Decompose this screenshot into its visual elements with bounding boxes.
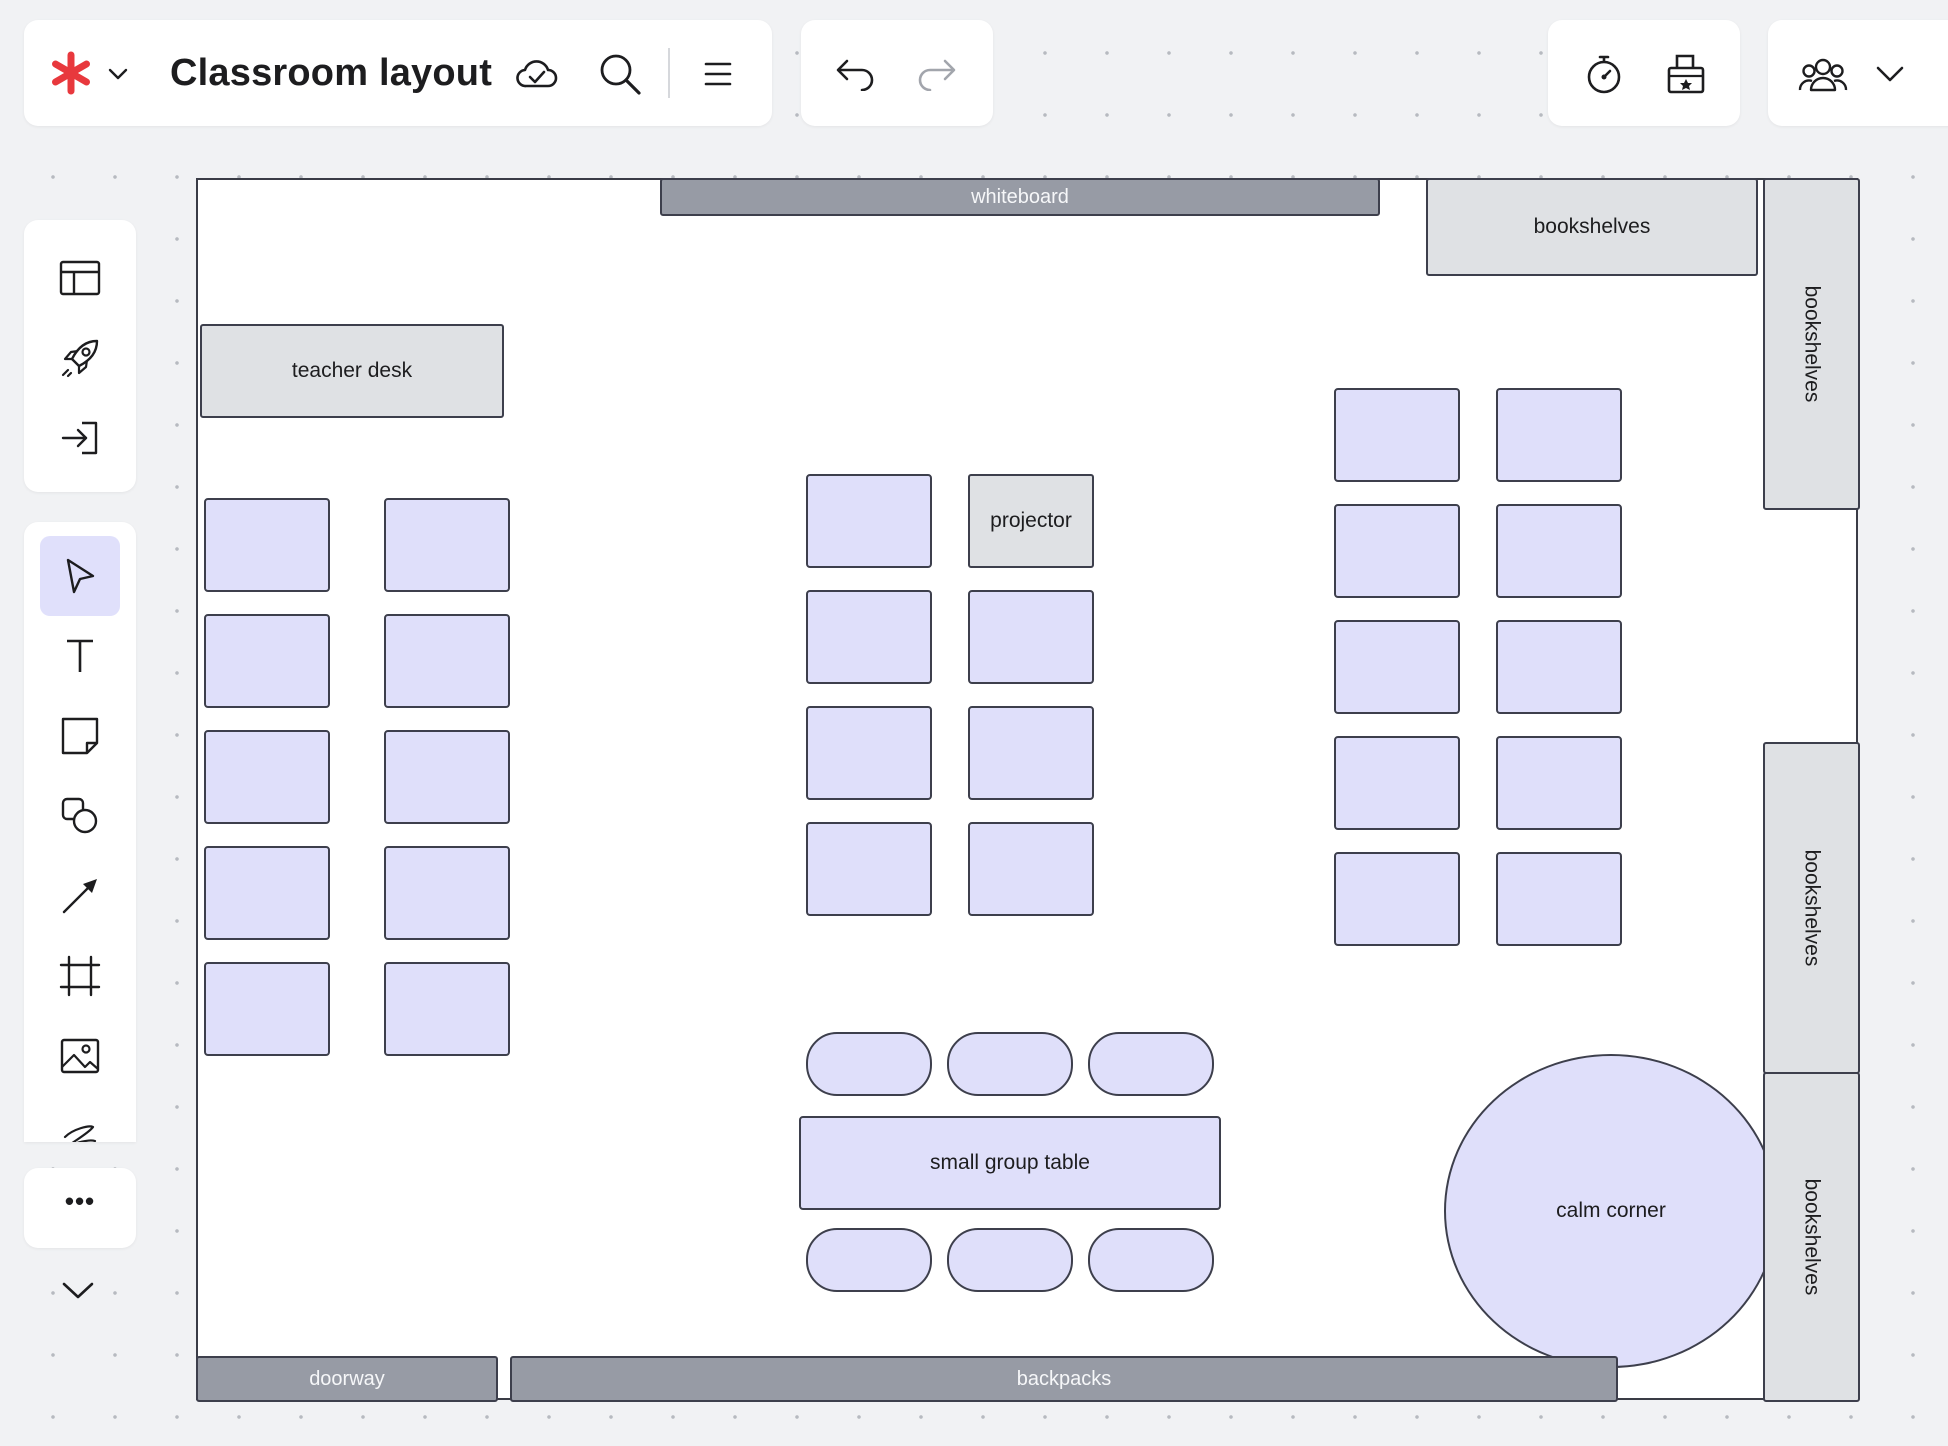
student-desk[interactable] bbox=[806, 706, 932, 800]
menu-icon[interactable] bbox=[700, 56, 736, 92]
stool[interactable] bbox=[806, 1228, 932, 1292]
student-desk[interactable] bbox=[204, 962, 330, 1056]
student-desk[interactable] bbox=[1496, 388, 1622, 482]
student-desk[interactable] bbox=[806, 590, 932, 684]
more-tools-panel: ••• bbox=[24, 1168, 136, 1248]
collaboration-panel bbox=[1768, 20, 1948, 126]
stool[interactable] bbox=[1088, 1032, 1214, 1096]
bookshelves-label: bookshelves bbox=[1800, 285, 1824, 403]
more-tools-button[interactable]: ••• bbox=[64, 1186, 96, 1216]
activities-panel bbox=[1548, 20, 1740, 126]
student-desk[interactable] bbox=[204, 846, 330, 940]
backpacks-label: backpacks bbox=[1016, 1367, 1112, 1390]
header-panel: Classroom layout bbox=[24, 20, 772, 126]
student-desk[interactable] bbox=[1334, 736, 1460, 830]
page-title[interactable]: Classroom layout bbox=[170, 52, 493, 94]
vote-box-icon[interactable] bbox=[1662, 50, 1710, 98]
student-desk[interactable] bbox=[1334, 504, 1460, 598]
student-desk[interactable] bbox=[1496, 620, 1622, 714]
whiteboard-label: whiteboard bbox=[971, 185, 1069, 208]
sidebar-tools-panel bbox=[24, 522, 136, 1142]
search-icon[interactable] bbox=[596, 50, 644, 98]
chevron-down-icon[interactable] bbox=[104, 60, 132, 88]
student-desk[interactable] bbox=[384, 962, 510, 1056]
student-desk[interactable] bbox=[1334, 388, 1460, 482]
sidebar-top-panel bbox=[24, 220, 136, 492]
chevron-down-icon[interactable] bbox=[58, 1272, 98, 1308]
stool[interactable] bbox=[947, 1032, 1073, 1096]
small-group-table-label: small group table bbox=[930, 1151, 1090, 1174]
history-panel bbox=[801, 20, 993, 126]
student-desk[interactable] bbox=[384, 730, 510, 824]
timer-icon[interactable] bbox=[1580, 50, 1628, 98]
student-desk[interactable] bbox=[384, 498, 510, 592]
student-desk[interactable] bbox=[1334, 852, 1460, 946]
bookshelves-label: bookshelves bbox=[1800, 1178, 1824, 1296]
student-desk[interactable] bbox=[1496, 736, 1622, 830]
import-icon[interactable] bbox=[56, 414, 104, 462]
templates-icon[interactable] bbox=[56, 254, 104, 302]
image-tool[interactable] bbox=[40, 1016, 120, 1096]
stool[interactable] bbox=[947, 1228, 1073, 1292]
projector-label: projector bbox=[990, 509, 1072, 532]
bookshelves-top[interactable]: bookshelves bbox=[1426, 178, 1758, 276]
chevron-down-icon[interactable] bbox=[1874, 58, 1906, 90]
bookshelves-right-top[interactable]: bookshelves bbox=[1763, 178, 1860, 510]
bookshelves-right-middle[interactable]: bookshelves bbox=[1763, 742, 1860, 1074]
stool[interactable] bbox=[1088, 1228, 1214, 1292]
doorway[interactable]: doorway bbox=[196, 1356, 498, 1402]
student-desk[interactable] bbox=[968, 822, 1094, 916]
frame-tool[interactable] bbox=[40, 936, 120, 1016]
bookshelves-label: bookshelves bbox=[1800, 849, 1824, 967]
backpacks[interactable]: backpacks bbox=[510, 1356, 1618, 1402]
student-desk[interactable] bbox=[204, 498, 330, 592]
student-desk[interactable] bbox=[384, 614, 510, 708]
whiteboard[interactable]: whiteboard bbox=[660, 178, 1380, 216]
rocket-icon[interactable] bbox=[56, 334, 104, 382]
classroom-room-frame[interactable]: whiteboard bookshelves bookshelves books… bbox=[196, 178, 1860, 1402]
collaborators-icon[interactable] bbox=[1796, 50, 1850, 98]
student-desk[interactable] bbox=[1496, 852, 1622, 946]
redo-icon[interactable] bbox=[915, 52, 959, 96]
calm-corner-label: calm corner bbox=[1556, 1199, 1666, 1222]
projector[interactable]: projector bbox=[968, 474, 1094, 568]
student-desk[interactable] bbox=[968, 590, 1094, 684]
student-desk[interactable] bbox=[1496, 504, 1622, 598]
small-group-table[interactable]: small group table bbox=[799, 1116, 1221, 1210]
asterisk-logo-icon[interactable] bbox=[48, 50, 94, 96]
teacher-desk[interactable]: teacher desk bbox=[200, 324, 504, 418]
stool[interactable] bbox=[806, 1032, 932, 1096]
student-desk[interactable] bbox=[384, 846, 510, 940]
draw-tool[interactable] bbox=[40, 1096, 120, 1142]
bookshelves-right-bottom[interactable]: bookshelves bbox=[1763, 1072, 1860, 1402]
student-desk[interactable] bbox=[204, 614, 330, 708]
toolbar-divider bbox=[668, 48, 670, 98]
shapes-tool[interactable] bbox=[40, 776, 120, 856]
student-desk[interactable] bbox=[806, 822, 932, 916]
student-desk[interactable] bbox=[1334, 620, 1460, 714]
calm-corner[interactable]: calm corner bbox=[1444, 1054, 1778, 1368]
select-tool[interactable] bbox=[40, 536, 120, 616]
student-desk[interactable] bbox=[968, 706, 1094, 800]
teacher-desk-label: teacher desk bbox=[291, 359, 413, 382]
doorway-label: doorway bbox=[309, 1367, 385, 1390]
student-desk[interactable] bbox=[806, 474, 932, 568]
connector-line-tool[interactable] bbox=[40, 856, 120, 936]
bookshelves-label: bookshelves bbox=[1533, 215, 1651, 238]
text-tool[interactable] bbox=[40, 616, 120, 696]
student-desk[interactable] bbox=[204, 730, 330, 824]
sticky-note-tool[interactable] bbox=[40, 696, 120, 776]
cloud-check-icon[interactable] bbox=[514, 52, 560, 96]
undo-icon[interactable] bbox=[833, 52, 877, 96]
